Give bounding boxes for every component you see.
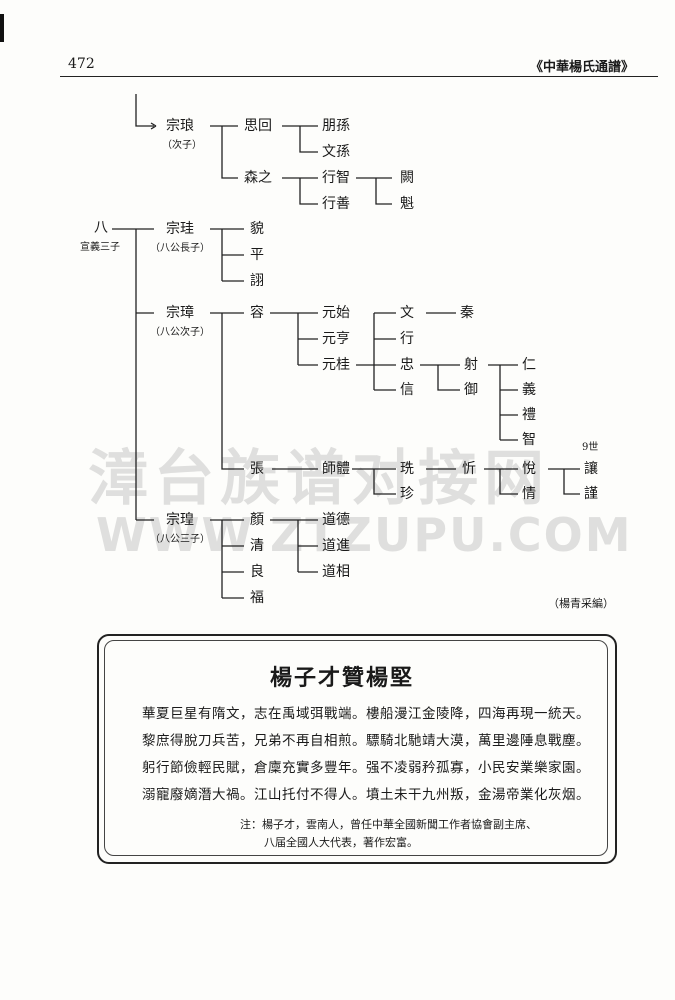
poem-title: 楊子才贊楊堅 [270,665,415,691]
note-zonghuang: （八公三子） [150,534,210,545]
node-qing: 情 [522,486,536,502]
compiler-credit: （楊青采編） [548,597,614,610]
node-zhong: 忠 [400,357,414,373]
node-sihui: 思回 [244,118,272,134]
node-zongliang: 宗琅 [166,118,194,134]
poem-box-inner-frame [104,640,608,856]
node-xu: 詡 [250,273,264,289]
poem-line-1: 華夏巨星有隋文，志在禹域弭戰端。樓船漫江金陵降，四海再現一統天。 [142,706,590,722]
node-yuanshi: 元始 [322,305,350,321]
node-shili: 師體 [322,461,350,477]
watermark-url: WWW.ZTZUPU.COM [96,508,633,562]
node-zonggui: 宗珪 [166,221,194,237]
node-yuangui: 元桂 [322,357,350,373]
node-hang: 珗 [400,461,414,477]
note-zonggui: （八公長子） [150,243,210,254]
node-senzhi: 森之 [244,170,272,186]
poem-note-2: 八届全國人大代表，著作宏富。 [264,836,418,849]
node-rong: 容 [250,305,264,321]
poem-box-outer-frame [97,634,617,864]
node-li: 禮 [522,407,536,423]
node-zhang: 張 [250,461,264,477]
poem-line-2: 黎庶得脫刀兵苦，兄弟不再自相煎。驃騎北馳靖大漠，萬里邊陲息戰塵。 [142,733,590,749]
poem-note-1: 注：楊子才，雲南人，曾任中華全國新聞工作者協會副主席、 [240,818,537,831]
node-yu: 御 [464,382,478,398]
node-mao: 貌 [250,221,264,237]
header-rule [60,76,658,77]
node-guan: 闕 [400,170,414,186]
tree-connector-lines [112,94,580,599]
node-yi: 義 [522,382,536,398]
note-zongzhang: （八公次子） [150,327,210,338]
page-number: 472 [68,56,95,72]
node-zonghuang: 宗瑝 [166,512,194,528]
poem-line-4: 溺寵廢嫡潛大禍。江山托付不得人。墳土未干九州叛，金湯帝業化灰烟。 [142,787,590,803]
node-daode: 道德 [322,512,350,528]
node-jin: 謹 [584,486,598,502]
node-yuanheng: 元亨 [322,331,350,347]
node-qing2: 清 [250,538,264,554]
node-rang: 讓 [584,461,598,477]
node-ping: 平 [250,247,264,263]
node-fu: 福 [250,590,264,606]
scan-edge-mark [0,14,4,42]
node-yan: 顏 [250,512,264,528]
node-zhi: 智 [522,432,536,448]
note-ba: 宣義三子 [80,242,120,253]
node-ba: 八 [94,220,108,236]
node-she: 射 [464,357,478,373]
node-daojin: 道進 [322,538,350,554]
node-wen: 文 [400,305,414,321]
node-xin2: 忻 [462,461,476,477]
node-kui: 魁 [400,196,414,212]
node-daoxiang: 道相 [322,564,350,580]
node-xingzhi: 行智 [322,170,350,186]
generation-mark: 9世 [582,442,599,453]
node-pengsun: 朋孫 [322,118,350,134]
poem-line-3: 躬行節儉輕民賦，倉廩充實多豐年。强不凌弱矜孤寡，小民安業樂家園。 [142,760,590,776]
node-xing: 行 [400,331,414,347]
watermark-chinese: 漳台族谱对接网 [88,444,550,514]
note-zongliang: （次子） [162,140,202,151]
node-xingshan: 行善 [322,196,350,212]
node-liang: 良 [250,564,264,580]
book-title: 《中華楊氏通譜》 [530,60,635,75]
node-yue: 悅 [522,461,536,477]
node-wensun: 文孫 [322,144,350,160]
node-ren: 仁 [522,357,536,373]
node-qin: 秦 [460,305,474,321]
node-xin: 信 [400,382,414,398]
node-zhen: 珍 [400,486,414,502]
node-zongzhang: 宗璋 [166,305,194,321]
